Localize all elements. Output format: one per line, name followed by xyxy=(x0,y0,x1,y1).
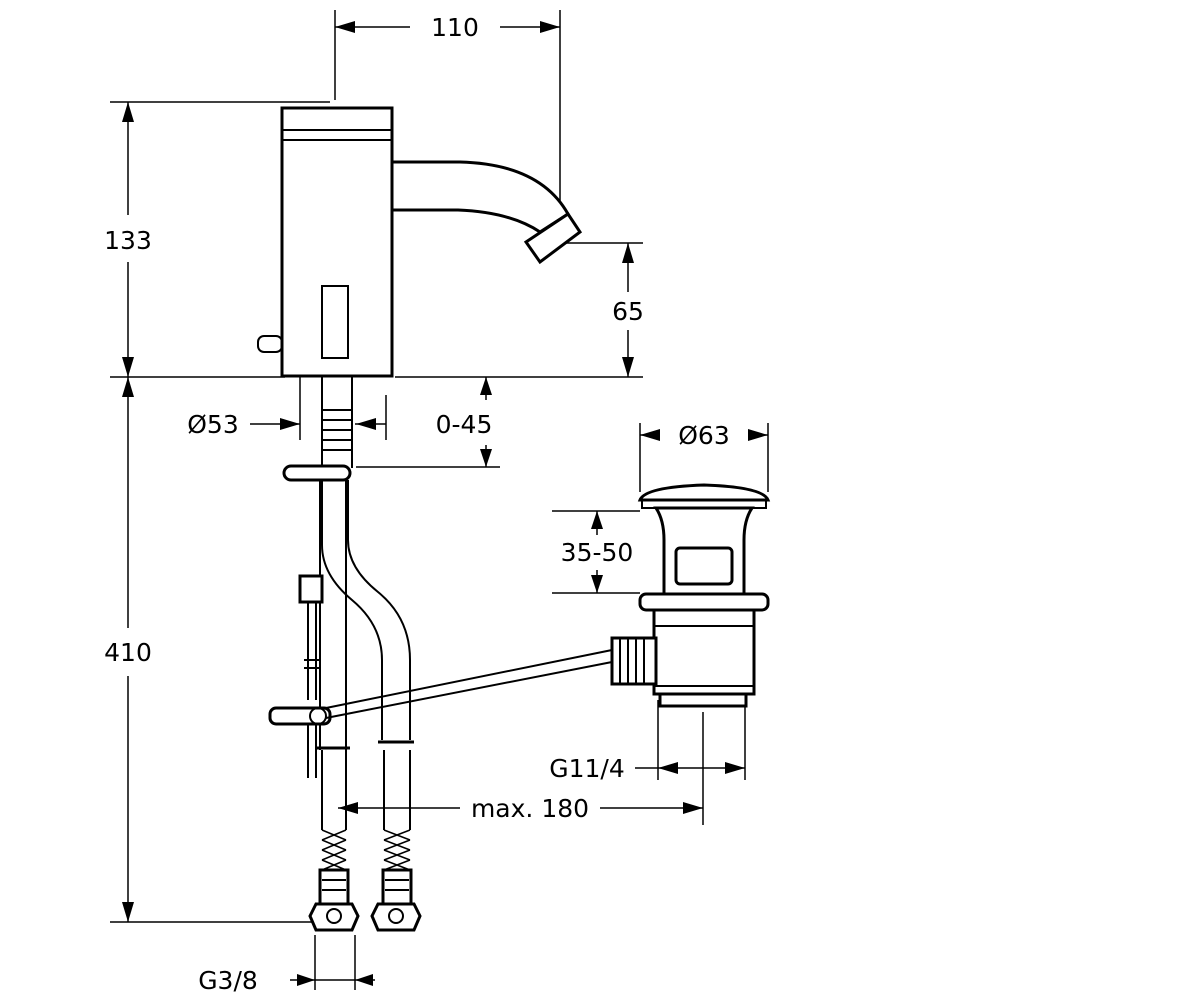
spout-aerator xyxy=(523,211,583,265)
mounting-shank xyxy=(282,376,353,482)
dim-label-waste-thread: G11/4 xyxy=(549,754,625,783)
sensor-window xyxy=(321,285,349,359)
rod-clamp xyxy=(298,574,324,604)
dim-waste-plug-diameter: Ø63 xyxy=(639,421,769,492)
waste-flange xyxy=(638,592,770,612)
dim-rod-length: max. 180 xyxy=(338,712,704,825)
supply-connector-right xyxy=(370,829,422,932)
supply-connector-left xyxy=(308,829,360,932)
dim-label-waste-adjust: 35-50 xyxy=(561,538,634,567)
dim-waste-thread: G11/4 xyxy=(549,700,746,783)
dim-label-waste-plug-diameter: Ø63 xyxy=(678,421,730,450)
dim-waste-adjust: 35-50 xyxy=(552,510,640,594)
pop-up-lift-rod xyxy=(268,574,613,778)
dim-label-rod-length: max. 180 xyxy=(471,794,589,823)
dim-supply-thread: G3/8 xyxy=(198,935,375,995)
dim-total-height: 410 xyxy=(104,377,320,923)
dim-spout-height: 65 xyxy=(395,242,644,378)
waste-fitting xyxy=(610,483,771,708)
dim-spout-reach: 110 xyxy=(334,10,561,210)
waste-window xyxy=(674,546,734,586)
dim-label-supply-thread: G3/8 xyxy=(198,966,258,995)
dim-label-deck-thickness: 0-45 xyxy=(436,410,493,439)
dim-body-diameter: Ø53 xyxy=(187,377,387,440)
mounting-washer xyxy=(282,464,352,482)
waste-plug-cap xyxy=(637,483,771,502)
dim-label-spout-height: 65 xyxy=(612,297,644,326)
supply-hoses xyxy=(316,480,414,830)
rod-pivot xyxy=(268,706,332,726)
dim-body-height: 133 xyxy=(104,101,330,378)
dim-label-body-diameter: Ø53 xyxy=(187,410,239,439)
waste-side-nut xyxy=(610,636,658,686)
dim-label-spout-reach: 110 xyxy=(431,13,479,42)
dim-label-body-height: 133 xyxy=(104,226,152,255)
faucet-body xyxy=(257,106,394,378)
dim-deck-thickness: 0-45 xyxy=(356,377,500,468)
faucet-spout xyxy=(390,160,583,265)
dim-label-total-height: 410 xyxy=(104,638,152,667)
side-button xyxy=(257,335,283,353)
